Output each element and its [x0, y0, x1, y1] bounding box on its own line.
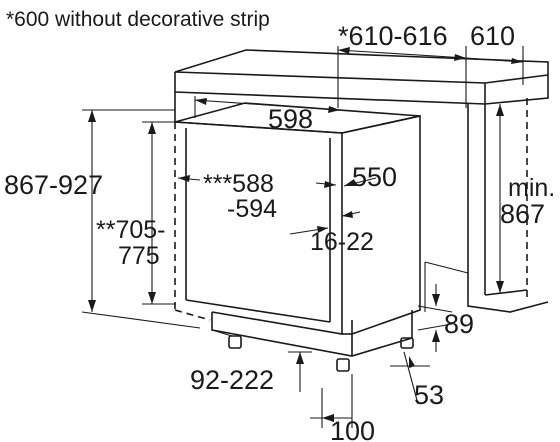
- min-height-label: min.: [508, 174, 555, 202]
- plinth-depth-label: 92-222: [190, 365, 274, 395]
- door-height-dimension-line: [142, 121, 176, 305]
- appliance-width-dimension-line: [194, 96, 341, 118]
- foot-offset-label: 100: [330, 416, 375, 442]
- foot-offset-dimension-line: [310, 374, 353, 428]
- countertop: [174, 49, 549, 105]
- dishwasher-body: [174, 102, 421, 372]
- right-cabinet: [424, 98, 549, 313]
- niche-width-dimension-line: [337, 46, 467, 108]
- counter-depth-label: 610: [470, 21, 515, 51]
- min-height-value: 867: [500, 199, 545, 229]
- plinth-height-dimension-line: [417, 284, 453, 352]
- plinth-depth-dimension-line: [288, 351, 312, 392]
- door-gap-dimension-line: [289, 211, 361, 235]
- height-range-label: 867-927: [4, 170, 103, 200]
- door-height-label-line2: 775: [118, 242, 160, 270]
- min-height-dimension-line: [496, 104, 504, 293]
- plinth-height-label: 89: [444, 309, 474, 339]
- door-width-dimension-line: [177, 175, 337, 188]
- depth-dimension-line: [343, 177, 377, 187]
- counter-depth-dimension-line: [465, 46, 524, 85]
- plinth-recess-dimension-line: [390, 351, 430, 405]
- plinth-recess-label: 53: [414, 380, 444, 410]
- height-dimension-line: [81, 109, 201, 329]
- depth-label: 550: [352, 162, 397, 192]
- door-gap-label: 16-22: [310, 228, 374, 256]
- door-height-label-line1: **705-: [96, 216, 166, 244]
- left-cabinet-outline: [174, 92, 211, 321]
- appliance-width-label: 598: [268, 104, 313, 134]
- decorative-strip-note: *600 without decorative strip: [6, 8, 270, 31]
- door-width-label-line2: -594: [227, 195, 277, 223]
- niche-width-label: *610-616: [338, 21, 448, 51]
- door-width-label-line1: ***588: [203, 170, 274, 198]
